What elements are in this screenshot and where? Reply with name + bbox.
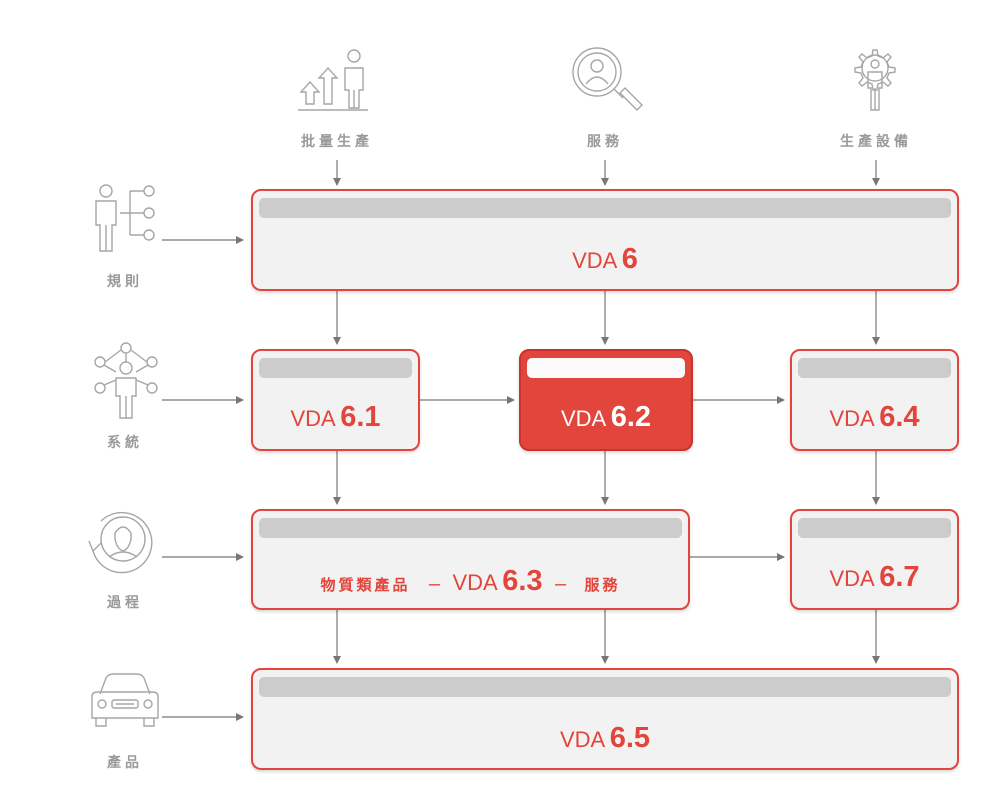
box-vda-6-7: VDA 6.7	[790, 509, 959, 610]
box-header-bar	[798, 358, 951, 378]
box-header-bar	[259, 518, 682, 538]
caption-system: 系統	[107, 434, 143, 450]
hierarchy-person-icon	[95, 184, 155, 252]
box-label: VDA 6.4	[829, 401, 920, 433]
cycle-person-icon	[88, 511, 153, 574]
box-header-bar	[798, 518, 951, 538]
box-label: VDA 6.7	[829, 561, 920, 593]
caption-rules: 規則	[107, 273, 143, 289]
box-vda-6-4: VDA 6.4	[790, 349, 959, 451]
box-header-bar	[259, 358, 412, 378]
box-header-bar	[259, 198, 951, 218]
car-icon	[91, 673, 159, 727]
caption-product: 產品	[107, 754, 143, 770]
box-vda-6-5: VDA 6.5	[251, 668, 959, 770]
growth-person-icon	[298, 49, 368, 111]
gear-person-icon	[854, 49, 896, 111]
box-vda-6: VDA 6	[251, 189, 959, 291]
network-person-icon	[94, 342, 158, 419]
box-label: VDA 6.1	[290, 401, 381, 433]
caption-mass-production: 批量生產	[301, 133, 373, 149]
box-label: 物質類產品 – VDA 6.3 – 服務	[320, 565, 621, 597]
caption-service: 服務	[587, 133, 623, 149]
box-header-bar	[259, 677, 951, 697]
box-label: VDA 6.5	[559, 722, 651, 754]
box-label: VDA 6.2	[560, 401, 652, 433]
box-header-bar	[527, 358, 685, 378]
box-vda-6-1: VDA 6.1	[251, 349, 420, 451]
search-person-icon	[572, 47, 643, 111]
box-vda-6-3: 物質類產品 – VDA 6.3 – 服務	[251, 509, 690, 610]
caption-process: 過程	[107, 594, 143, 610]
box-vda-6-2: VDA 6.2	[519, 349, 693, 451]
box-label: VDA 6	[572, 243, 638, 275]
caption-production-equipment: 生產設備	[840, 133, 912, 149]
